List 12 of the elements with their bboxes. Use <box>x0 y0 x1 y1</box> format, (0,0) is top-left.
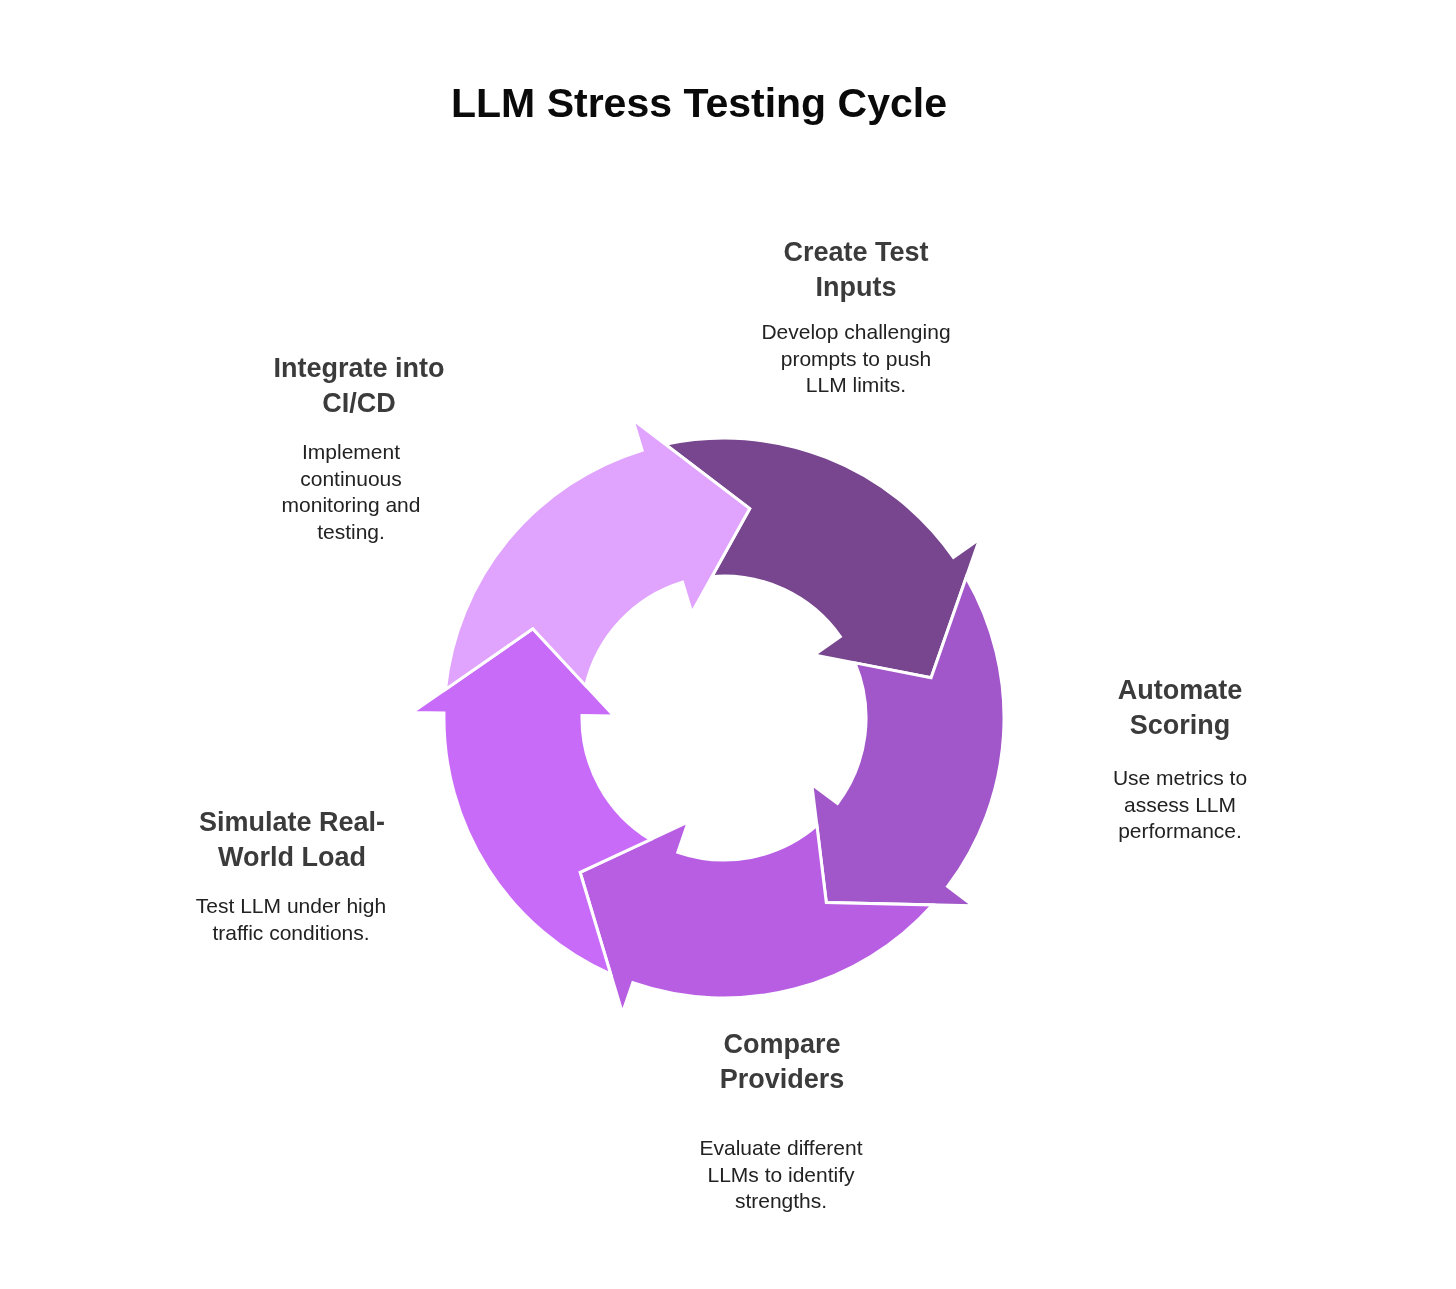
step-description: Use metrics to assess LLM performance. <box>1111 765 1249 844</box>
step-title: Automate Scoring <box>1116 674 1244 742</box>
step-description: Implement continuous monitoring and testing. <box>280 439 422 545</box>
step-title: Integrate into CI/CD <box>272 352 446 420</box>
step-title: Create Test Inputs <box>782 236 930 304</box>
diagram-title: LLM Stress Testing Cycle <box>451 79 947 127</box>
step-title: Simulate Real-World Load <box>197 806 387 874</box>
step-title: Compare Providers <box>718 1028 846 1096</box>
cycle-arrow <box>810 575 1006 908</box>
step-description: Test LLM under high traffic conditions. <box>194 893 388 946</box>
step-description: Evaluate different LLMs to identify strengths. <box>698 1135 864 1214</box>
step-description: Develop challenging prompts to push LLM limits. <box>760 319 952 398</box>
